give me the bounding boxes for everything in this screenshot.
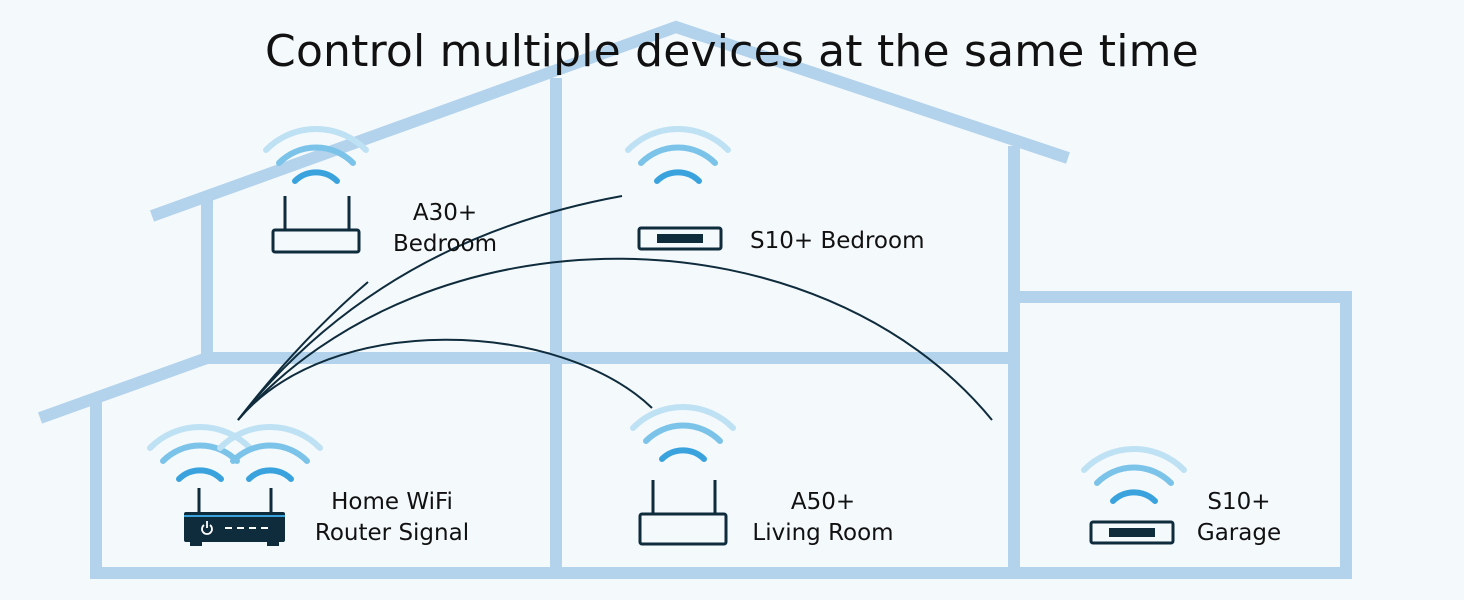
power-icon (201, 521, 213, 535)
s10-garage-label-room: Garage (1196, 520, 1282, 546)
router-label: Home WiFi Router Signal (302, 487, 482, 549)
a30-label: A30+ Bedroom (375, 198, 515, 260)
garage-outline (1014, 291, 1352, 578)
signal-links (237, 195, 993, 421)
link-to-a50 (237, 338, 653, 421)
wifi-waves-icon (263, 125, 369, 184)
a30-label-room: Bedroom (392, 231, 498, 257)
a50-label: A50+ Living Room (743, 487, 903, 549)
s10-bedroom-device-icon (637, 226, 723, 251)
a30-device-icon (271, 196, 361, 254)
router-label-line2: Router Signal (314, 520, 470, 546)
router-label-line1: Home WiFi (331, 489, 453, 515)
s10-bedroom-label: S10+ Bedroom (750, 226, 924, 257)
link-to-s10-garage (237, 257, 993, 421)
wifi-waves-icon (625, 125, 731, 184)
roof-lower (37, 352, 210, 424)
wifi-waves-icon (630, 403, 736, 462)
a50-label-model: A50+ (790, 489, 856, 515)
a50-device-icon (638, 480, 728, 546)
house-outline (37, 20, 1352, 579)
s10-garage-label: S10+ Garage (1184, 487, 1294, 549)
wifi-waves-icon (1081, 445, 1187, 504)
wifi-router-icon (184, 488, 285, 546)
page-title: Control multiple devices at the same tim… (265, 26, 1199, 77)
link-to-s10-bedroom (237, 195, 623, 421)
s10-garage-device-icon (1089, 520, 1175, 545)
a30-label-model: A30+ (412, 200, 478, 226)
wifi-waves-icon (147, 423, 323, 482)
s10-garage-label-model: S10+ (1207, 489, 1271, 515)
roof-upper (149, 20, 1070, 222)
s10-bedroom-label-text: S10+ Bedroom (750, 228, 925, 254)
a50-label-room: Living Room (752, 520, 894, 546)
